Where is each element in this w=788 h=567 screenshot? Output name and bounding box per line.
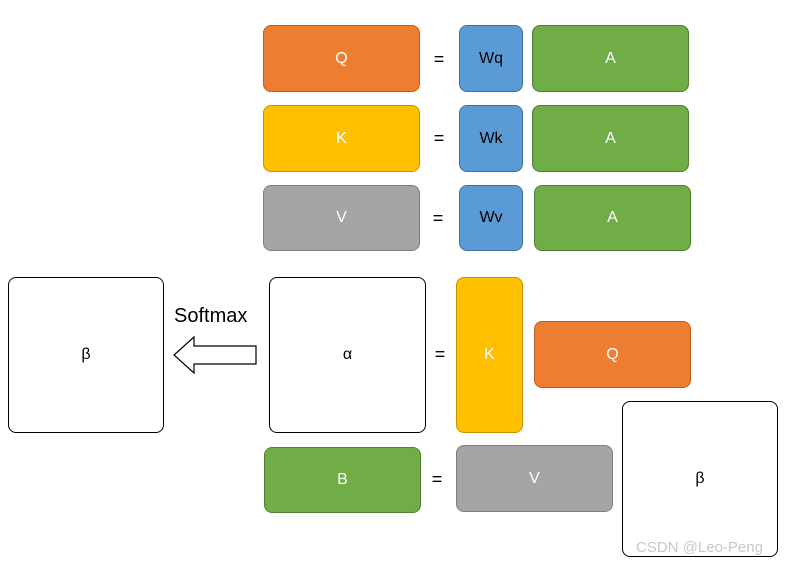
watermark: CSDN @Leo-Peng (636, 539, 763, 556)
v-matrix-output: V (456, 445, 613, 512)
k-equals-sign: = (433, 128, 445, 148)
v-equals-sign: = (432, 208, 444, 228)
a-matrix-q-row: A (532, 25, 689, 92)
b-matrix: B (264, 447, 421, 513)
beta-matrix-left: β (8, 277, 164, 433)
a-matrix-k-row: A (532, 105, 689, 172)
a-matrix-v-row: A (534, 185, 691, 251)
v-matrix-output-label: V (529, 469, 540, 487)
softmax-label: Softmax (174, 305, 248, 327)
wq-matrix: Wq (459, 25, 523, 92)
wk-matrix-label: Wk (479, 129, 503, 147)
b-equals-sign: = (431, 469, 443, 489)
a-matrix-q-row-label: A (605, 49, 616, 67)
q-matrix-attention: Q (534, 321, 691, 388)
a-matrix-v-row-label: A (607, 209, 618, 226)
beta-matrix-left-label: β (81, 346, 91, 363)
b-matrix-label: B (337, 471, 348, 488)
beta-matrix-right: β (622, 401, 778, 557)
q-equals-sign: = (433, 49, 445, 69)
q-matrix-attention-label: Q (606, 345, 619, 363)
beta-matrix-right-label: β (695, 470, 705, 487)
wq-matrix-label: Wq (479, 49, 503, 67)
wv-matrix: Wv (459, 185, 523, 251)
k-transpose-matrix: K (456, 277, 523, 433)
alpha-equals-sign: = (434, 344, 446, 364)
left-arrow-icon (173, 335, 257, 375)
v-matrix: V (263, 185, 420, 251)
k-matrix-label: K (336, 129, 347, 147)
wv-matrix-label: Wv (479, 209, 503, 226)
a-matrix-k-row-label: A (605, 129, 616, 147)
k-matrix: K (263, 105, 420, 172)
q-matrix: Q (263, 25, 420, 92)
q-matrix-label: Q (335, 49, 348, 67)
wk-matrix: Wk (459, 105, 523, 172)
k-transpose-matrix-label: K (484, 346, 495, 363)
alpha-matrix-label: α (342, 346, 353, 363)
alpha-matrix: α (269, 277, 426, 433)
v-matrix-label: V (336, 209, 347, 226)
